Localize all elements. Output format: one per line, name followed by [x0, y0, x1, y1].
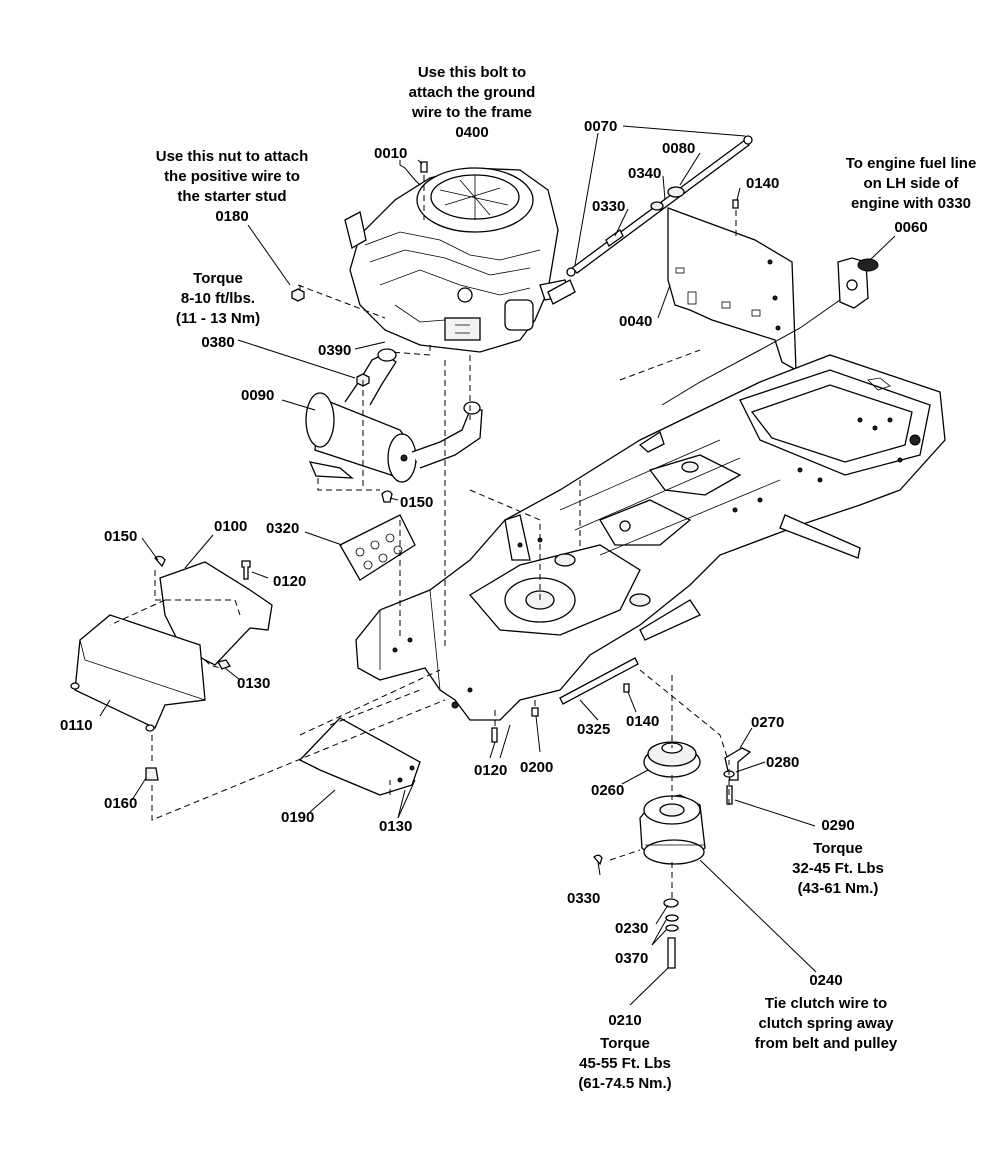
callout-0040: 0040: [619, 313, 652, 330]
note-line: 32-45 Ft. Lbs: [792, 860, 884, 877]
part-number: 0240: [809, 972, 842, 989]
note-positive-wire: Use this nut to attach the positive wire…: [156, 148, 309, 225]
shield-0100: [159, 561, 273, 666]
part-number: 0400: [455, 124, 488, 141]
note-line: Torque: [813, 840, 863, 857]
callout-0260: 0260: [591, 782, 624, 799]
callout-0270: 0270: [751, 714, 784, 731]
note-line: Torque: [193, 270, 243, 287]
callout-0110: 0110: [60, 717, 93, 734]
bracket-0320: [339, 514, 416, 581]
note-line: 45-55 Ft. Lbs: [579, 1055, 671, 1072]
rod-0080: [547, 135, 753, 305]
callout-0200: 0200: [520, 759, 553, 776]
part-number: 0210: [608, 1012, 641, 1029]
clutch-0240: [639, 794, 706, 865]
callout-0330: 0330: [592, 198, 625, 215]
callout-0140: 0140: [626, 713, 659, 730]
callout-0130: 0130: [237, 675, 270, 692]
callout-0150: 0150: [400, 494, 433, 511]
shield-0190: [298, 717, 421, 796]
note-line: on LH side of: [864, 175, 960, 192]
callout-0100: 0100: [214, 518, 247, 535]
note-fuel-line: To engine fuel line on LH side of engine…: [846, 155, 977, 236]
note-line: (43-61 Nm.): [798, 880, 879, 897]
callout-0340: 0340: [628, 165, 661, 182]
note-line: To engine fuel line: [846, 155, 977, 172]
callout-0370: 0370: [615, 950, 648, 967]
note-torque-0210: 0210 Torque 45-55 Ft. Lbs (61-74.5 Nm.): [578, 1012, 671, 1092]
callout-0120: 0120: [474, 762, 507, 779]
callout-0090: 0090: [241, 387, 274, 404]
note-line: engine with 0330: [851, 195, 971, 212]
tractor-frame: [355, 354, 946, 721]
note-line: wire to the frame: [411, 104, 532, 121]
part-number: 0290: [821, 817, 854, 834]
callout-0080: 0080: [662, 140, 695, 157]
callout-0325: 0325: [577, 721, 610, 738]
callout-0390: 0390: [318, 342, 351, 359]
note-torque-0380: Torque 8-10 ft/lbs. (11 - 13 Nm) 0380: [176, 270, 260, 351]
callout-0280: 0280: [766, 754, 799, 771]
note-torque-0290: 0290 Torque 32-45 Ft. Lbs (43-61 Nm.): [792, 817, 884, 897]
note-clutch-0240: 0240 Tie clutch wire to clutch spring aw…: [755, 972, 898, 1052]
note-line: (11 - 13 Nm): [176, 310, 260, 327]
note-line: the positive wire to: [164, 168, 300, 185]
leader-lines: [99, 125, 896, 1006]
engine-0010: [344, 167, 571, 353]
note-line: Tie clutch wire to: [765, 995, 887, 1012]
callout-0190: 0190: [281, 809, 314, 826]
muffler-0090: [305, 348, 483, 483]
callout-0150: 0150: [104, 528, 137, 545]
note-line: 8-10 ft/lbs.: [181, 290, 255, 307]
part-number: 0180: [215, 208, 248, 225]
plate-0040: [667, 207, 797, 372]
note-line: Torque: [600, 1035, 650, 1052]
rail-0325: [559, 657, 639, 705]
callout-0120: 0120: [273, 573, 306, 590]
callout-0320: 0320: [266, 520, 299, 537]
assembly-lines: [109, 175, 737, 900]
callout-0160: 0160: [104, 795, 137, 812]
note-line: Use this bolt to: [418, 64, 526, 81]
callout-0010: 0010: [374, 145, 407, 162]
note-ground-wire: Use this bolt to attach the ground wire …: [409, 64, 536, 141]
callout-0130: 0130: [379, 818, 412, 835]
note-line: clutch spring away: [758, 1015, 894, 1032]
callout-0140: 0140: [746, 175, 779, 192]
part-number: 0060: [894, 219, 927, 236]
callout-labels: 0010 0070 0080 0340 0140 0330 0040 0390 …: [60, 118, 799, 967]
callout-0330: 0330: [567, 890, 600, 907]
shield-0110: [70, 614, 206, 732]
note-line: from belt and pulley: [755, 1035, 898, 1052]
callout-0070: 0070: [584, 118, 617, 135]
callout-0230: 0230: [615, 920, 648, 937]
note-line: the starter stud: [177, 188, 286, 205]
fuel-shutoff-0060: [661, 257, 879, 406]
part-number: 0380: [201, 334, 234, 351]
note-line: attach the ground: [409, 84, 536, 101]
note-line: Use this nut to attach: [156, 148, 309, 165]
note-line: (61-74.5 Nm.): [578, 1075, 671, 1092]
